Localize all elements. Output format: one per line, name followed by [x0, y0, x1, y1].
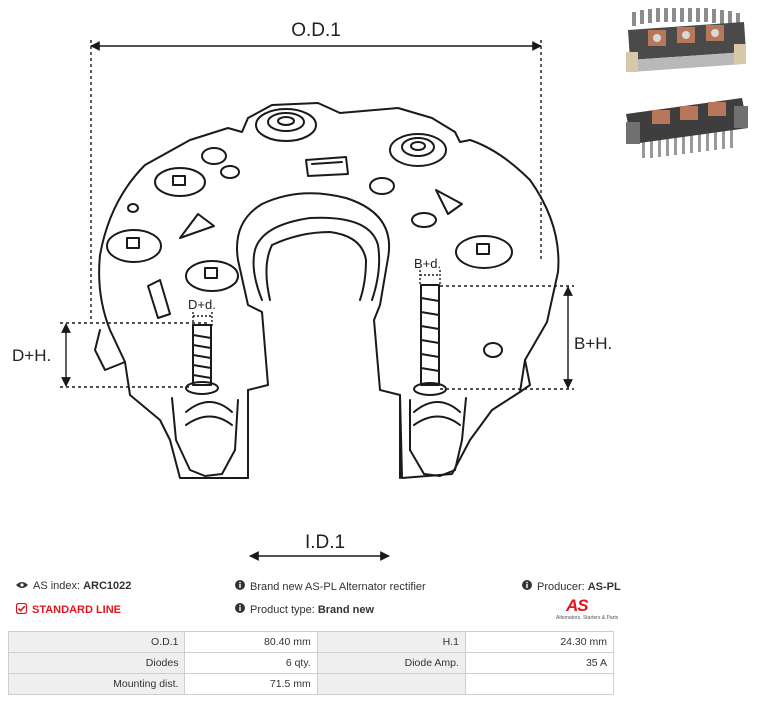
spec-label: Diodes	[7, 652, 186, 674]
producer-value: AS-PL	[587, 580, 621, 593]
brand-mark: AS	[566, 596, 589, 615]
rectifier-inner-arch	[252, 216, 381, 301]
as-index-value: ARC1022	[83, 580, 132, 592]
right-mounting-bolt	[413, 284, 447, 396]
spec-row: Mounting dist.71.5 mm	[7, 673, 615, 695]
product-type-value: Brand new	[317, 603, 375, 616]
rectifier-technical-drawing: O.D.1 I.D.1 D+H. D+d. B+H. B+d.	[12, 20, 612, 561]
spec-label: Diode Amp.	[316, 652, 466, 674]
id1-label: I.D.1	[305, 532, 345, 553]
brand-tagline: Alternators, Starters & Parts	[556, 615, 619, 621]
spec-label: Mounting dist.	[7, 673, 186, 695]
spec-value: 6 qty.	[184, 652, 318, 674]
left-mounting-bolt	[185, 324, 219, 395]
standard-line: STANDARD LINE	[15, 602, 122, 617]
terminal-boss-right	[389, 133, 447, 167]
bh-label: B+H.	[574, 334, 612, 353]
as-index: AS index: ARC1022	[16, 580, 131, 592]
rectifier-body-outline	[98, 102, 560, 479]
spec-label: O.D.1	[7, 631, 186, 653]
diode-pad	[185, 260, 239, 292]
terminal-boss-left	[255, 108, 317, 142]
spec-value: 71.5 mm	[184, 673, 318, 695]
spec-value: 24.30 mm	[464, 631, 615, 653]
rectifier-photo-front-icon	[626, 8, 746, 72]
as-pl-logo: AS Alternators, Starters & Parts	[556, 596, 619, 624]
spec-label: H.1	[316, 631, 466, 653]
checkbox-check-icon	[15, 602, 28, 617]
spec-label	[316, 673, 466, 695]
as-index-label: AS index:	[33, 580, 81, 592]
spec-value	[464, 673, 615, 695]
product-description: Brand new AS-PL Alternator rectifier	[235, 580, 426, 593]
rectifier-photo-angled-icon	[626, 98, 748, 158]
info-icon	[522, 580, 532, 593]
dd-label: D+d.	[188, 297, 216, 312]
product-description-text: Brand new AS-PL Alternator rectifier	[250, 580, 426, 593]
standard-line-text: STANDARD LINE	[32, 604, 122, 616]
info-icon	[235, 580, 245, 593]
dh-label: D+H.	[12, 346, 51, 365]
diode-pad	[154, 167, 206, 197]
producer-label: Producer:	[537, 580, 585, 593]
od1-label: O.D.1	[291, 20, 341, 41]
eye-icon	[16, 580, 28, 592]
product-type: Product type: Brand new	[235, 603, 374, 616]
diode-pad	[106, 229, 162, 263]
product-type-label: Product type:	[250, 603, 315, 616]
spec-value: 80.40 mm	[184, 631, 318, 653]
spec-value: 35 A	[464, 652, 615, 674]
bd-label: B+d.	[414, 256, 441, 271]
diode-pad	[455, 235, 513, 269]
info-icon	[235, 603, 245, 616]
producer: Producer: AS-PL	[522, 580, 621, 593]
